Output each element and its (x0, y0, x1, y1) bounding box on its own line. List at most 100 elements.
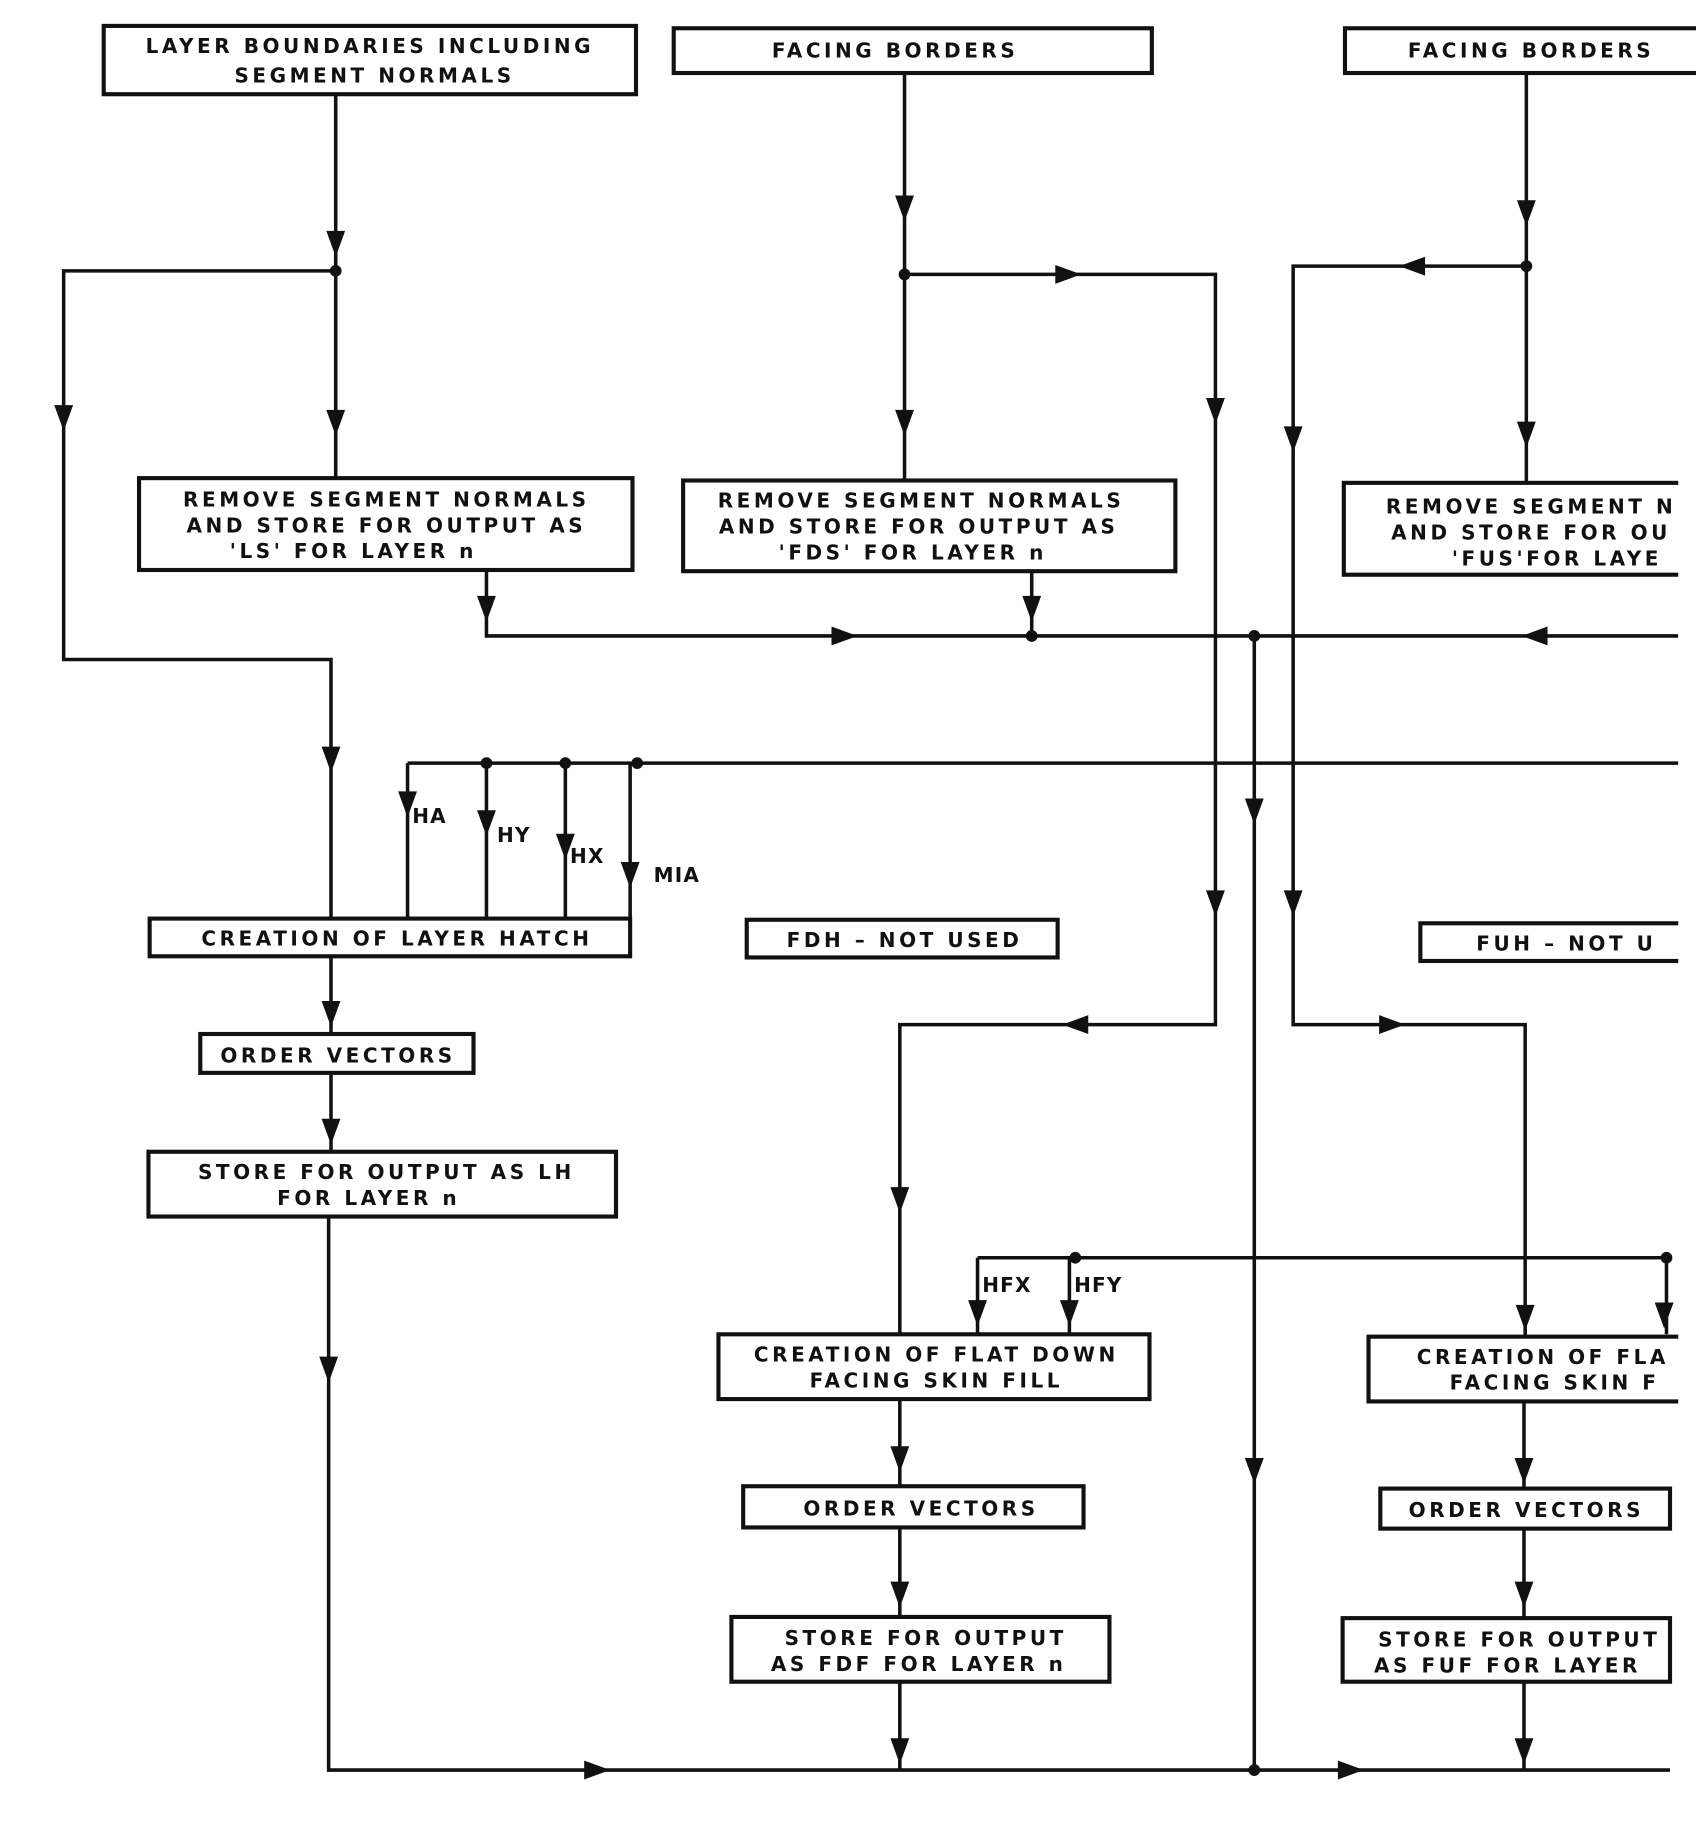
box-text: STORE FOR OUTPUT AS LH (198, 1160, 575, 1184)
junction-dot (330, 265, 342, 277)
label-hfy: HFY (1074, 1273, 1122, 1297)
box-text: AND STORE FOR OUTPUT AS (187, 513, 587, 537)
arrowhead (1060, 1300, 1079, 1326)
box-text: SEGMENT NORMALS (234, 63, 514, 87)
box-text: ORDER VECTORS (803, 1497, 1038, 1521)
box-order-vectors-1: ORDER VECTORS (200, 1034, 473, 1073)
arrowhead (322, 1119, 341, 1145)
arrowhead (1284, 426, 1303, 452)
box-text: 'FDS' FOR LAYER n (779, 540, 1047, 564)
arrowhead (968, 1300, 987, 1326)
box-flat-down-fill: CREATION OF FLAT DOWN FACING SKIN FILL (718, 1334, 1149, 1399)
arrowhead (895, 410, 914, 436)
junction-dot (1248, 630, 1260, 642)
box-remove-fus: REMOVE SEGMENT N AND STORE FOR OU 'FUS'F… (1344, 483, 1696, 575)
box-order-vectors-2: ORDER VECTORS (743, 1486, 1083, 1527)
box-text: AND STORE FOR OUTPUT AS (719, 514, 1119, 538)
arrowhead (1515, 1738, 1534, 1764)
box-text: CREATION OF FLA (1417, 1345, 1669, 1369)
arrowhead (621, 862, 640, 888)
box-text: FOR LAYER n (277, 1186, 460, 1210)
box-fdh-not-used: FDH – NOT USED (747, 920, 1058, 958)
arrowhead (1055, 265, 1081, 284)
connector (486, 570, 1678, 636)
arrowhead (1062, 1015, 1088, 1034)
arrowhead (1338, 1761, 1364, 1780)
arrowhead (319, 1357, 338, 1383)
box-text: FUH – NOT U (1476, 931, 1656, 955)
arrowhead (890, 1446, 909, 1472)
label-hx: HX (570, 844, 605, 868)
arrowhead (1517, 200, 1536, 226)
box-facing-borders-up: FACING BORDERS (1345, 28, 1696, 73)
box-text: AS FUF FOR LAYER (1374, 1653, 1641, 1677)
box-store-lh: STORE FOR OUTPUT AS LH FOR LAYER n (148, 1152, 616, 1217)
junction-dot (631, 757, 643, 769)
arrowhead (1515, 1582, 1534, 1608)
box-remove-fds: REMOVE SEGMENT NORMALS AND STORE FOR OUT… (683, 480, 1175, 571)
arrowhead (1379, 1015, 1405, 1034)
box-text: REMOVE SEGMENT NORMALS (183, 487, 590, 511)
arrowhead (322, 747, 341, 773)
label-hy: HY (497, 823, 531, 847)
box-text: LAYER BOUNDARIES INCLUDING (146, 34, 594, 58)
box-facing-borders-down: FACING BORDERS (674, 28, 1152, 73)
connector (408, 763, 1679, 918)
box-layer-hatch: CREATION OF LAYER HATCH (150, 919, 630, 957)
arrowhead (1245, 798, 1264, 824)
box-text: FACING BORDERS (772, 39, 1018, 63)
arrowhead (1516, 1305, 1535, 1331)
arrowhead (890, 1582, 909, 1608)
junction-dot (1026, 630, 1038, 642)
arrowhead (326, 410, 345, 436)
box-store-fdf: STORE FOR OUTPUT AS FDF FOR LAYER n (731, 1617, 1109, 1682)
connector (900, 73, 1216, 1334)
box-text: ORDER VECTORS (1409, 1498, 1644, 1522)
arrowhead (1517, 422, 1536, 448)
box-text: ORDER VECTORS (220, 1043, 455, 1067)
arrowhead (1022, 596, 1041, 622)
label-hfx: HFX (982, 1273, 1031, 1297)
arrowhead (1522, 627, 1548, 646)
junction-dot (1520, 260, 1532, 272)
box-text: FACING SKIN F (1450, 1371, 1660, 1395)
arrowhead (54, 405, 73, 431)
arrowhead (1206, 890, 1225, 916)
box-text: AS FDF FOR LAYER n (771, 1652, 1067, 1676)
arrowhead (895, 195, 914, 221)
arrowheads (54, 195, 1673, 1779)
arrowhead (477, 596, 496, 622)
label-mia: MIA (654, 863, 700, 887)
box-order-vectors-3: ORDER VECTORS (1380, 1489, 1670, 1529)
junction-dot (1248, 1764, 1260, 1776)
junction-dot (1661, 1252, 1673, 1264)
label-ha: HA (412, 804, 447, 828)
arrowhead (1399, 257, 1425, 276)
arrowhead (1206, 398, 1225, 424)
box-flat-up-fill: CREATION OF FLA FACING SKIN F (1369, 1337, 1696, 1402)
junction-dot (481, 757, 493, 769)
arrowhead (326, 231, 345, 257)
arrowhead (1284, 890, 1303, 916)
box-layer-boundaries: LAYER BOUNDARIES INCLUDING SEGMENT NORMA… (104, 26, 636, 94)
junction-dot (559, 757, 571, 769)
box-text: 'LS' FOR LAYER n (230, 539, 477, 563)
box-text: STORE FOR OUTPUT (785, 1626, 1067, 1650)
junction-dot (1069, 1252, 1081, 1264)
box-text: FACING SKIN FILL (810, 1368, 1063, 1392)
box-text: FDH – NOT USED (787, 928, 1023, 952)
box-text: CREATION OF LAYER HATCH (201, 927, 592, 951)
box-text: STORE FOR OUTPUT (1378, 1627, 1660, 1651)
box-text: AND STORE FOR OU (1391, 520, 1671, 544)
arrowhead (890, 1187, 909, 1213)
box-text: REMOVE SEGMENT N (1386, 494, 1676, 518)
arrowhead (477, 810, 496, 836)
box-text: FACING BORDERS (1408, 39, 1654, 63)
box-text: REMOVE SEGMENT NORMALS (718, 489, 1125, 513)
arrowhead (1515, 1458, 1534, 1484)
junction-dot (899, 269, 911, 281)
arrowhead (1245, 1458, 1264, 1484)
box-fuh-not-used: FUH – NOT U (1420, 923, 1696, 961)
arrowhead (890, 1738, 909, 1764)
